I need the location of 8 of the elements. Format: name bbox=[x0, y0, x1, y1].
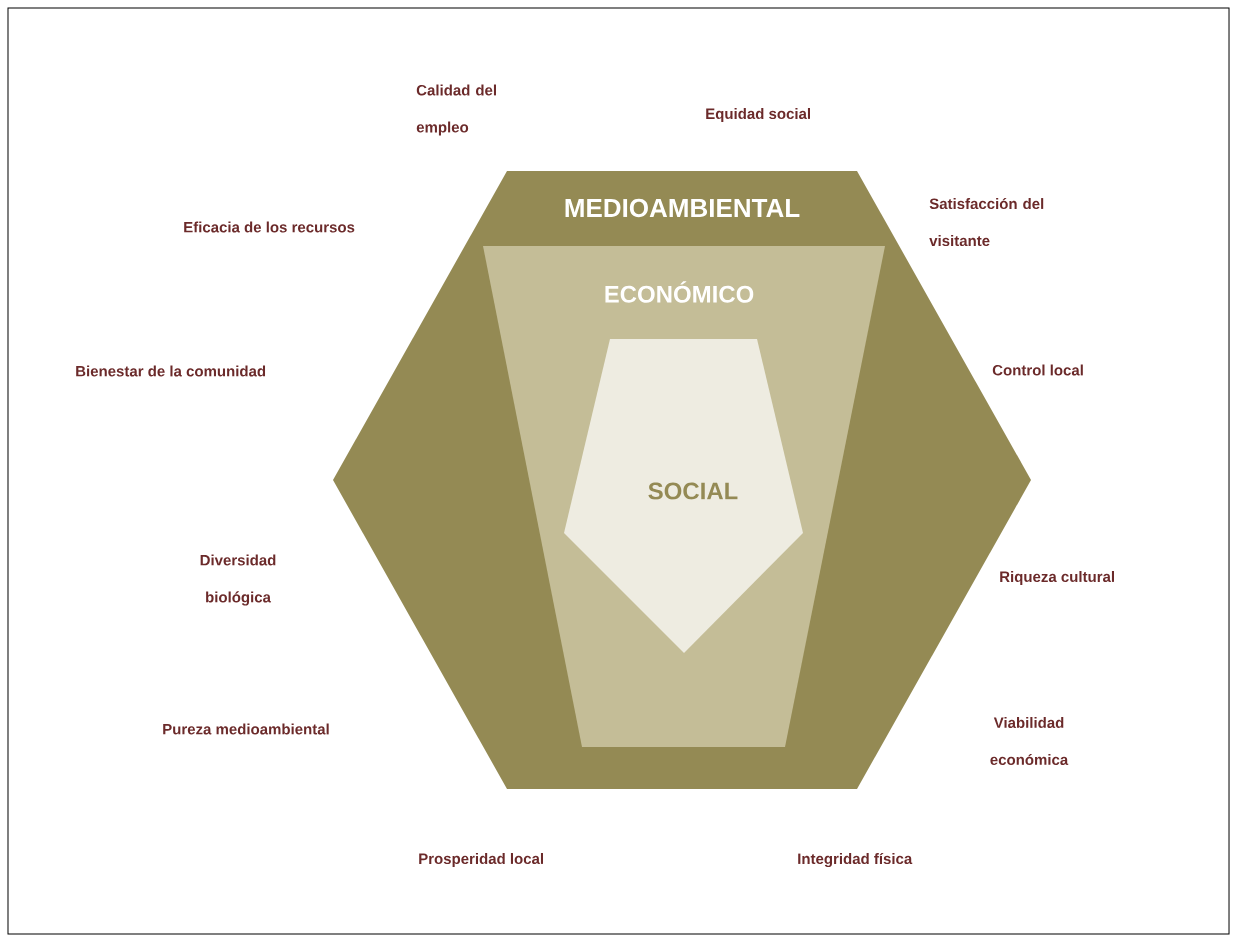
label: Integridad física bbox=[798, 852, 913, 868]
label: Equidad social bbox=[706, 108, 810, 122]
pentagon: SOCIAL bbox=[564, 339, 803, 653]
label: Pureza medioambiental bbox=[163, 723, 329, 735]
label: Prosperidad local bbox=[419, 853, 543, 867]
label: Diversidad biológica bbox=[200, 554, 276, 606]
label: Calidad del empleo bbox=[416, 84, 496, 136]
label: Bienestar de la comunidad bbox=[76, 365, 266, 377]
